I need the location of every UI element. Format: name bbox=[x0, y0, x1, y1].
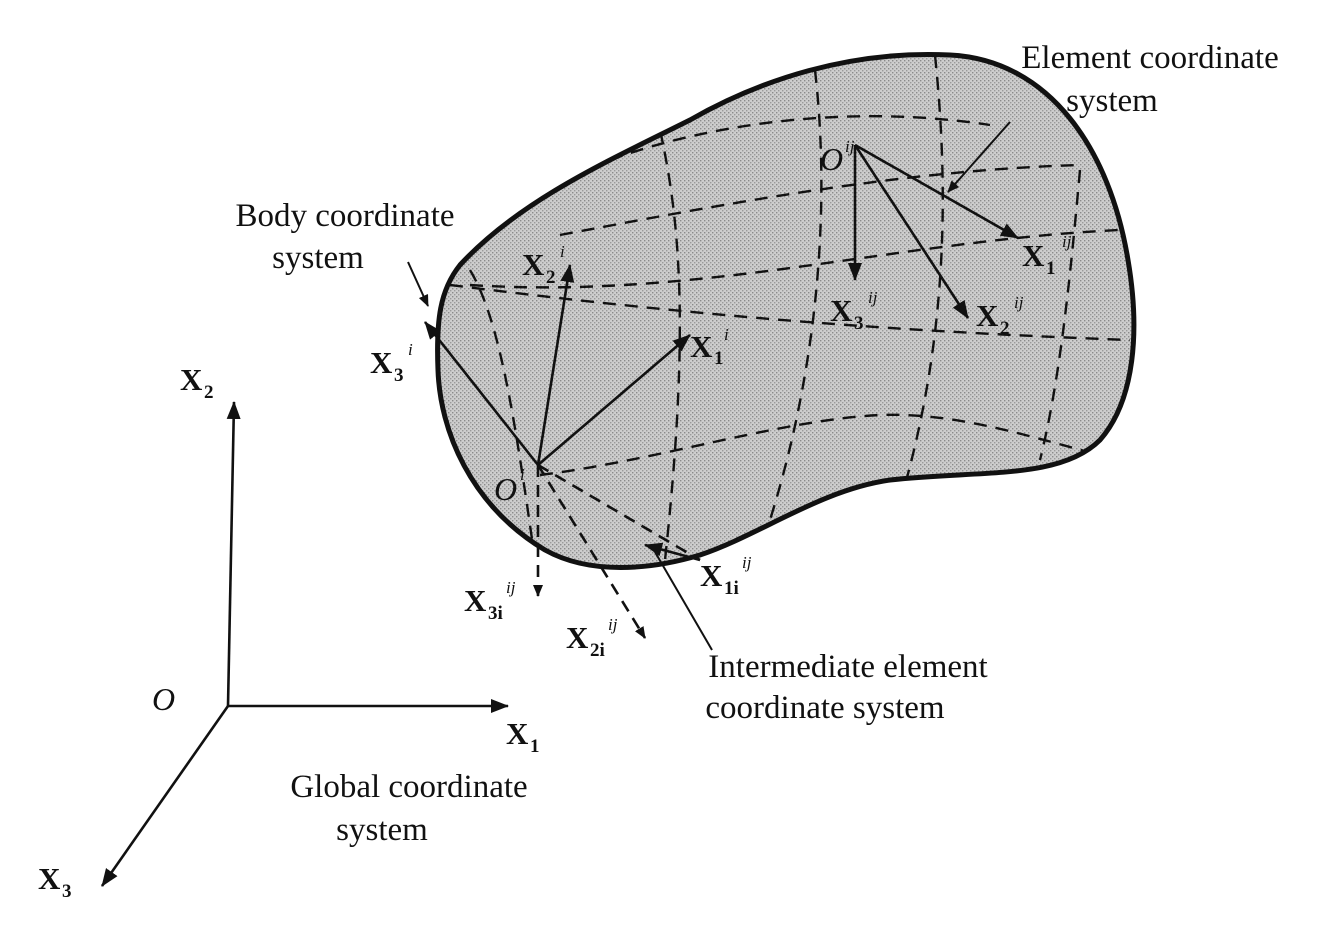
axis-sup: i bbox=[520, 465, 525, 484]
axis-base: X bbox=[464, 583, 487, 618]
axis-sub: 1i bbox=[724, 578, 739, 599]
caption-line: coordinate system bbox=[705, 690, 945, 726]
axis-base: X bbox=[976, 298, 999, 333]
element-x1-label: X 1 ij bbox=[1022, 232, 1072, 279]
caption-line: Element coordinate bbox=[1021, 40, 1278, 76]
leader-element-system bbox=[947, 121, 1011, 193]
axis-sup: ij bbox=[1014, 293, 1024, 312]
leader-intermediate-system bbox=[654, 551, 713, 651]
axis-sup: i bbox=[560, 242, 565, 261]
axis-sup: ij bbox=[868, 288, 878, 307]
body-origin-label: O i bbox=[494, 465, 525, 507]
global-x3-label: X 3 bbox=[38, 861, 72, 902]
axis-base: X bbox=[566, 620, 589, 655]
global-system-caption: Global coordinate system bbox=[290, 769, 527, 848]
element-axes bbox=[848, 143, 1019, 319]
global-origin-label: O bbox=[152, 681, 175, 717]
axis-sub: 2i bbox=[590, 640, 605, 661]
element-system-caption: Element coordinate system bbox=[1021, 40, 1278, 119]
axis-sup: ij bbox=[1062, 232, 1072, 251]
axis-sup: i bbox=[408, 340, 413, 359]
body-x3-label: X 3 i bbox=[370, 340, 413, 386]
element-x2-label: X 2 ij bbox=[976, 293, 1024, 339]
element-origin-label: O ij bbox=[820, 137, 855, 177]
axis-base: X bbox=[1022, 238, 1045, 273]
intermediate-x2-label: X 2i ij bbox=[566, 615, 618, 661]
axis-base: X bbox=[180, 362, 203, 397]
axis-sup: ij bbox=[608, 615, 618, 634]
caption-line: Global coordinate bbox=[290, 769, 527, 805]
intermediate-axes bbox=[533, 463, 701, 639]
axis-base: O bbox=[820, 141, 843, 177]
caption-line: Intermediate element bbox=[708, 649, 987, 685]
intermediate-system-caption: Intermediate element coordinate system bbox=[705, 649, 987, 726]
axis-sub: 1 bbox=[1046, 258, 1056, 279]
axis-base: X bbox=[690, 329, 713, 364]
axis-base: X bbox=[830, 293, 853, 328]
axis-sub: 2 bbox=[204, 382, 214, 403]
intermediate-x3-label: X 3i ij bbox=[464, 578, 516, 624]
axis-sup: ij bbox=[845, 137, 855, 156]
axis-sub: 3 bbox=[394, 365, 404, 386]
axis-sub: 3 bbox=[854, 313, 864, 334]
axis-base: X bbox=[38, 861, 61, 896]
body-x1-label: X 1 i bbox=[690, 325, 729, 369]
leader-body-system bbox=[407, 261, 429, 307]
body-axes bbox=[423, 264, 691, 466]
caption-line: system bbox=[336, 812, 428, 848]
axis-sup: ij bbox=[742, 553, 752, 572]
body-x2-label: X 2 i bbox=[522, 242, 565, 288]
global-axes bbox=[100, 401, 509, 887]
intermediate-x1-label: X 1i ij bbox=[700, 553, 752, 599]
axis-sup: i bbox=[724, 325, 729, 344]
axis-sub: 2 bbox=[1000, 318, 1010, 339]
axis-base: X bbox=[506, 716, 529, 751]
axis-sub: 3i bbox=[488, 603, 503, 624]
axis-base: X bbox=[370, 345, 393, 380]
caption-line: system bbox=[1066, 83, 1158, 119]
axis-sub: 1 bbox=[714, 348, 724, 369]
axis-sub: 3 bbox=[62, 881, 72, 902]
element-x3-label: X 3 ij bbox=[830, 288, 878, 334]
axis-base: X bbox=[522, 247, 545, 282]
axis-sub: 1 bbox=[530, 736, 540, 757]
axis-sup: ij bbox=[506, 578, 516, 597]
axis-base: X bbox=[700, 558, 723, 593]
axis-sub: 2 bbox=[546, 267, 556, 288]
axis-base: O bbox=[494, 471, 517, 507]
body-system-caption: Body coordinate system bbox=[235, 198, 454, 276]
global-x2-label: X 2 bbox=[180, 362, 214, 403]
deformable-body bbox=[435, 51, 1137, 570]
global-x1-label: X 1 bbox=[506, 716, 540, 757]
caption-line: Body coordinate bbox=[235, 198, 454, 234]
caption-line: system bbox=[272, 240, 364, 276]
